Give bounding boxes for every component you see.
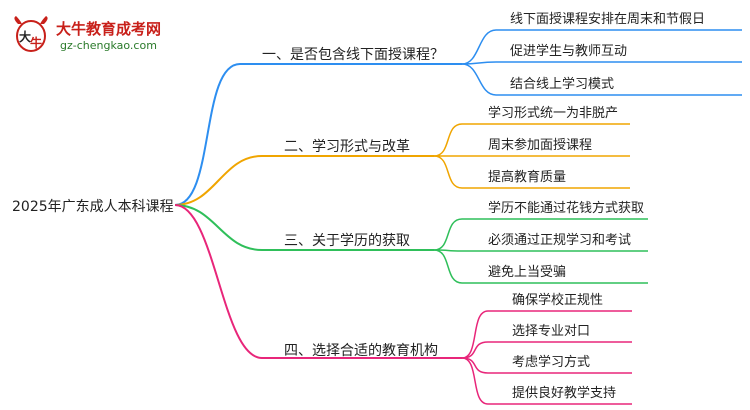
leaf-2-2: 周末参加面授课程 — [488, 138, 593, 153]
leaf-1-3-curve — [461, 63, 497, 96]
branch-3-curve — [174, 204, 263, 251]
leaf-3-2: 必须通过正规学习和考试 — [488, 233, 632, 248]
leaf-4-3-curve — [461, 357, 489, 374]
leaf-1-1-curve — [461, 29, 497, 65]
leaf-2-3: 提高教育质量 — [488, 170, 567, 185]
leaf-3-1: 学历不能通过花钱方式获取 — [488, 201, 645, 216]
branch-3-label: 三、关于学历的获取 — [284, 233, 410, 249]
branch-4-label: 四、选择合适的教育机构 — [284, 343, 438, 359]
leaf-4-2-curve — [461, 341, 489, 359]
logo-title: 大牛教育成考网 — [56, 20, 162, 38]
leaf-4-3: 考虑学习方式 — [512, 355, 591, 370]
leaf-1-3: 结合线上学习模式 — [510, 77, 615, 92]
branch-4-curve — [174, 204, 263, 359]
leaf-4-2: 选择专业对口 — [512, 324, 591, 339]
leaf-3-3-curve — [433, 249, 463, 284]
leaf-1-1: 线下面授课程安排在周末和节假日 — [510, 12, 706, 27]
leaf-3-1-curve — [433, 218, 463, 251]
leaf-2-3-curve — [433, 155, 463, 189]
leaf-4-1: 确保学校正规性 — [512, 293, 604, 308]
svg-text:牛: 牛 — [30, 35, 42, 50]
root-node: 2025年广东成人本科课程 — [12, 199, 174, 215]
leaf-1-2: 促进学生与教师互动 — [510, 44, 628, 59]
branch-1-label: 一、是否包含线下面授课程？ — [262, 47, 444, 63]
leaf-4-4-curve — [461, 357, 489, 405]
branch-1-curve — [174, 63, 241, 206]
leaf-3-3: 避免上当受骗 — [488, 265, 567, 280]
bull-logo-icon: 大 牛 — [14, 16, 48, 52]
leaf-4-4: 提供良好教学支持 — [512, 386, 617, 401]
leaf-4-1-curve — [461, 310, 489, 359]
leaf-2-1-curve — [433, 123, 463, 157]
branch-2-label: 二、学习形式与改革 — [284, 139, 410, 155]
logo-url: gz-chengkao.com — [60, 39, 157, 52]
branch-2-curve — [174, 155, 263, 206]
site-logo[interactable]: 大 牛 大牛教育成考网 gz-chengkao.com — [10, 14, 200, 58]
svg-text:大: 大 — [19, 29, 31, 44]
leaf-2-1: 学习形式统一为非脱产 — [488, 106, 619, 121]
